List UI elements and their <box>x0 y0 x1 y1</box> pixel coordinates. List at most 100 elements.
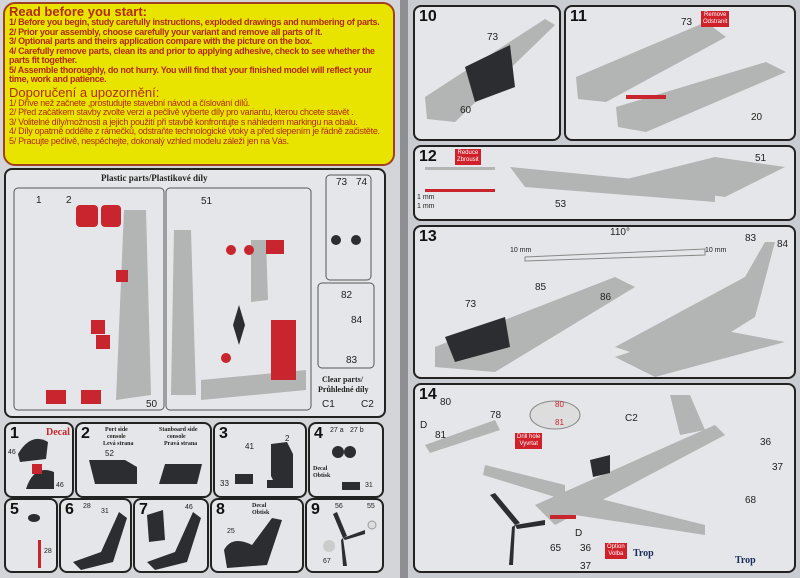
clear-parts-title: Clear parts/ <box>322 375 363 384</box>
decal-label-cz: Obtisk <box>252 510 270 516</box>
step-number: 12 <box>419 148 437 165</box>
part-label: 73 <box>336 177 348 188</box>
starboard-console-label: console <box>167 434 186 440</box>
part-label: 25 <box>227 528 235 535</box>
clear-parts-title-cz: Průhledné díly <box>318 385 369 394</box>
part-label: 81 <box>435 430 447 441</box>
remove-label: Remove <box>704 12 727 18</box>
trop-label: Trop <box>735 555 756 566</box>
step-number: 7 <box>139 501 148 518</box>
part-label: 60 <box>460 105 472 116</box>
part-label: 52 <box>105 449 114 458</box>
trop-label: Trop <box>633 548 654 559</box>
part-label: 83 <box>745 233 757 244</box>
step-8-panel: 8 Decal Obtisk 25 <box>210 498 304 573</box>
instruction-line: 2/ Před začátkem stavby zvolte verzi a p… <box>9 107 354 117</box>
decal-label-cz: Obtisk <box>313 473 331 479</box>
dimension-label: 10 mm <box>705 247 727 254</box>
decal-label: Decal <box>46 427 70 438</box>
step-10-panel: 10 73 60 <box>413 5 561 141</box>
part-label: 41 <box>245 442 254 451</box>
remove-label-cz: Odstranit <box>703 19 728 25</box>
step-2-panel: 2 Port side console Levá strana Stanboar… <box>75 422 212 498</box>
drill-label-cz: Vyvrtat <box>519 441 538 447</box>
part-label: 27 a <box>330 427 344 434</box>
part-label: 36 <box>760 437 772 448</box>
part-label: 37 <box>580 561 592 572</box>
part-label: 82 <box>341 290 353 301</box>
english-title: Read before you start: <box>9 4 147 19</box>
fuselage-half-drawing <box>425 19 555 122</box>
final-assembly-drawing <box>425 395 725 565</box>
part-label: 2 <box>285 434 290 443</box>
rudder-pedals-drawing <box>332 446 360 490</box>
angle-label: 110° <box>610 227 630 238</box>
option-label-cz: Volba <box>608 551 624 557</box>
starboard-console-label-cz: Pravá strana <box>164 441 198 447</box>
sprue-drawing <box>13 174 375 411</box>
part-label: 31 <box>365 482 373 489</box>
step-number: 4 <box>314 425 323 442</box>
instruction-line: 3/ Volitelné díly/možnosti a jejich použ… <box>9 116 358 127</box>
control-stick-drawing <box>28 514 41 568</box>
instruction-line: 1/ Before you begin, study carefully ins… <box>9 17 380 27</box>
drill-label: Drill hole <box>517 434 541 440</box>
part-label: 51 <box>755 153 767 164</box>
step-number: 14 <box>419 386 437 403</box>
part-label: 27 b <box>350 427 364 434</box>
part-label: 83 <box>346 355 358 366</box>
port-console-label: Port side <box>105 427 128 433</box>
part-label: 37 <box>772 462 784 473</box>
part-label: 1 <box>36 195 42 206</box>
instruction-line: 4/ Carefully remove parts, clean its and… <box>9 45 375 65</box>
part-label: 46 <box>8 449 16 456</box>
part-label: 33 <box>220 479 229 488</box>
step-number: 13 <box>419 228 437 245</box>
cockpit-floor-drawing <box>147 510 201 570</box>
part-label: 53 <box>555 199 567 210</box>
part-label: 81 <box>555 418 564 427</box>
part-label: 68 <box>745 495 757 506</box>
part-label: 50 <box>146 399 158 410</box>
part-label: 73 <box>465 299 477 310</box>
part-label: 28 <box>44 548 52 555</box>
dimension-label: 1 mm <box>417 194 435 201</box>
reduce-label-cz: Zbrousit <box>457 157 479 163</box>
step-number: 11 <box>570 8 587 25</box>
part-label: C2 <box>361 399 374 410</box>
part-label: 55 <box>367 503 375 510</box>
instruction-line: 3/ Optional parts and theirs application… <box>9 36 312 46</box>
starboard-console-label: Stanboard side <box>159 427 198 433</box>
part-label: 73 <box>487 32 499 43</box>
step-number: 5 <box>10 501 19 518</box>
instruction-line: 5/ Assemble thoroughly, do not hurry. Yo… <box>9 64 372 84</box>
part-label: 51 <box>201 196 213 207</box>
step-number: 1 <box>10 425 19 442</box>
part-label: C1 <box>322 399 335 410</box>
plastic-parts-title: Plastic parts/Plastikové díly <box>101 173 208 183</box>
czech-title: Doporučení a upozornění: <box>9 84 160 100</box>
part-label: 36 <box>580 543 592 554</box>
wing-drawing <box>425 157 785 202</box>
part-label: 85 <box>535 282 547 293</box>
part-label: 46 <box>185 504 193 511</box>
part-label: 31 <box>101 508 109 515</box>
step-3-panel: 3 41 2 33 <box>213 422 307 498</box>
part-label: 2 <box>66 195 72 206</box>
step-13-panel: 13 110° 10 mm 10 mm 83 84 85 73 86 <box>413 225 796 379</box>
instruction-line: 1/ Dříve než začnete ,prostudujte staveb… <box>9 97 250 108</box>
part-label: 28 <box>83 503 91 510</box>
step-number: 9 <box>311 501 320 518</box>
step-1-panel: 1 Decal 46 46 <box>4 422 74 498</box>
part-label: 80 <box>440 397 452 408</box>
step-number: 10 <box>419 8 437 25</box>
instruction-line: 5/ Pracujte pečlivě, nespěchejte, dokona… <box>9 135 289 146</box>
part-label: 46 <box>56 482 64 489</box>
part-label: 20 <box>751 112 763 123</box>
dimension-label: 1 mm <box>417 203 435 210</box>
instruction-line: 4/ Díly opatrně oddělte z rámečků, odstr… <box>9 126 380 136</box>
